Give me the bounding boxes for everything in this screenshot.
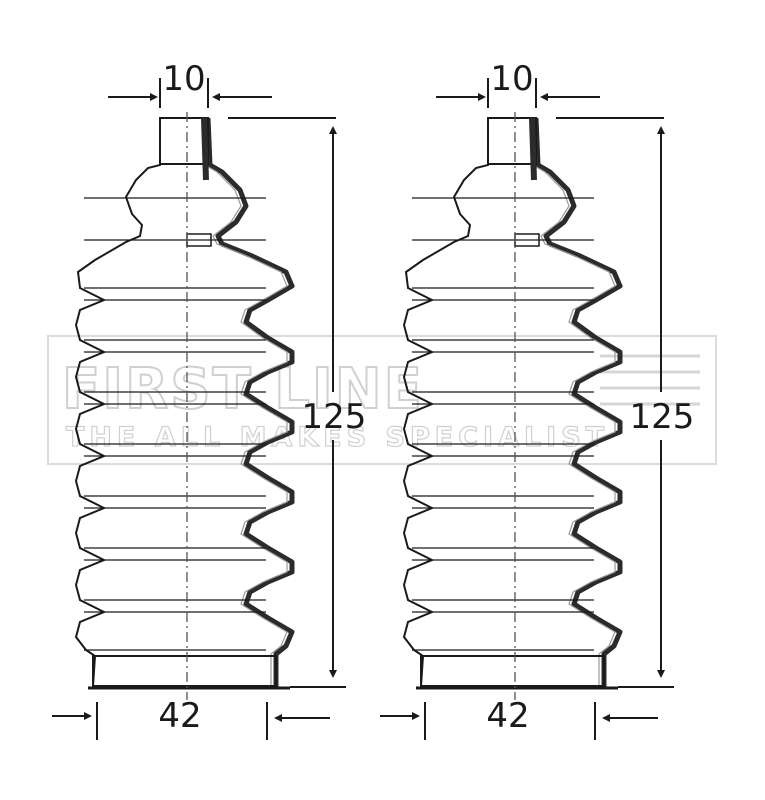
bottom-diameter-label: 42 (158, 696, 201, 736)
boot-body (74, 112, 295, 700)
dimension-bottom-diameter: 42 (52, 696, 330, 740)
boot-neck (159, 117, 209, 165)
boot-right-outline (533, 117, 623, 688)
watermark-frame (47, 335, 717, 465)
boot-neck-wall (529, 117, 537, 181)
boot-inner-outline (530, 117, 616, 688)
steering-boot-left: 10 125 42 (52, 59, 366, 740)
boot-body (402, 112, 623, 700)
dimension-top-diameter: 10 (108, 59, 272, 108)
boot-left-outline (402, 118, 489, 687)
dimension-top-diameter: 10 (436, 59, 600, 108)
top-diameter-label: 10 (490, 59, 533, 99)
boot-base-ring (92, 655, 277, 687)
boot-base-ring (420, 655, 605, 687)
boot-inner-outline (202, 117, 288, 688)
watermark: FIRST LINE THE ALL MAKES SPECIALIST (47, 335, 717, 465)
boot-neck (487, 117, 537, 165)
boot-right-outline (205, 117, 295, 688)
dimension-length: 125 (556, 117, 695, 688)
dimension-length: 125 (228, 117, 367, 688)
watermark-speed-lines (600, 354, 700, 406)
length-label: 125 (302, 397, 367, 437)
bottom-diameter-label: 42 (486, 696, 529, 736)
length-label: 125 (630, 397, 695, 437)
boot-left-outline (74, 118, 161, 687)
dimension-bottom-diameter: 42 (380, 696, 658, 740)
steering-boot-right: 10 125 42 (380, 59, 694, 740)
top-diameter-label: 10 (162, 59, 205, 99)
boot-neck-wall (201, 117, 209, 181)
